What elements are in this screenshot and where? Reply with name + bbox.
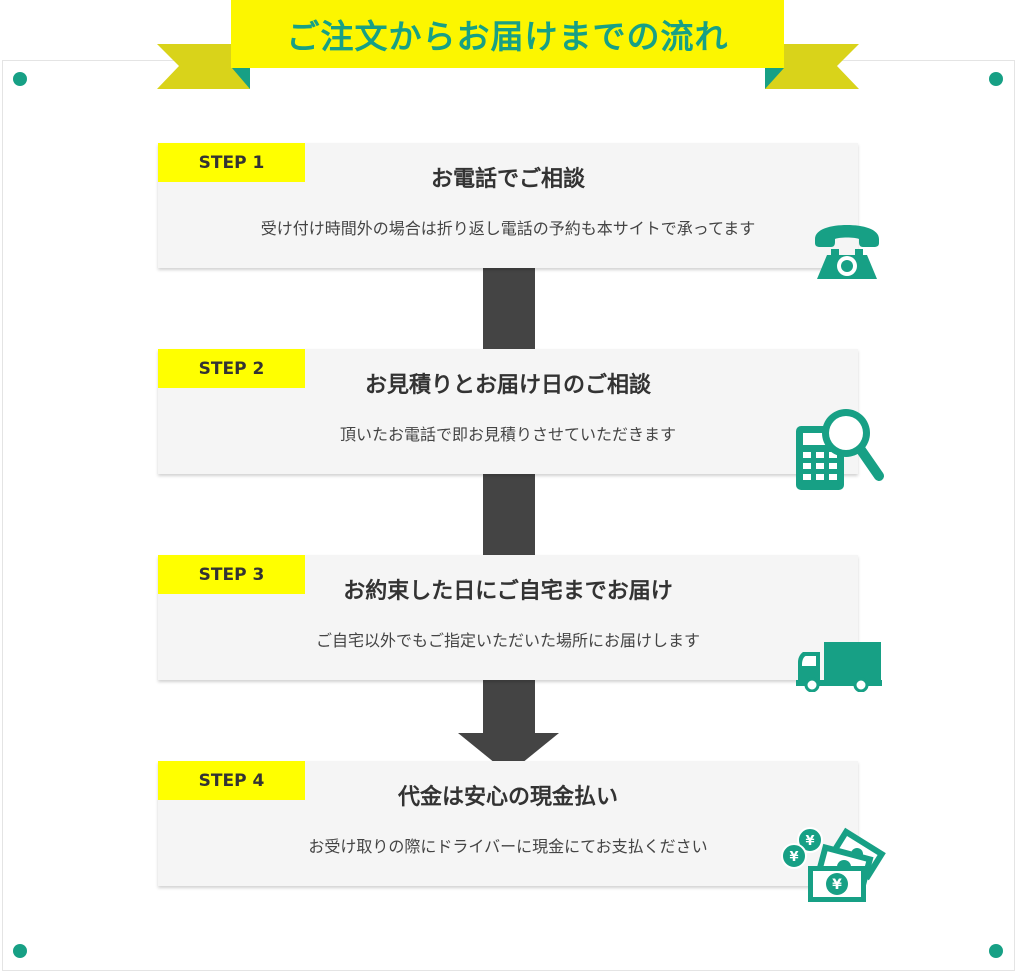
ribbon-left-wing bbox=[157, 44, 250, 89]
step-badge: STEP 4 bbox=[158, 761, 305, 800]
flow-connector-2 bbox=[483, 474, 535, 556]
step-badge: STEP 1 bbox=[158, 143, 305, 182]
step-label: STEP 2 bbox=[198, 358, 265, 379]
yen-symbol: ¥ bbox=[832, 877, 842, 893]
step-description: 受け付け時間外の場合は折り返し電話の予約も本サイトで承ってます bbox=[260, 219, 756, 238]
page-title: ご注文からお届けまでの流れ bbox=[286, 17, 729, 56]
telephone-icon bbox=[815, 225, 879, 279]
delivery-truck-icon bbox=[796, 642, 882, 692]
step-badge: STEP 2 bbox=[158, 349, 305, 388]
step-description: 頂いたお電話で即お見積りさせていただきます bbox=[339, 425, 676, 444]
header-ribbon: ご注文からお届けまでの流れ bbox=[231, 0, 784, 68]
step-title: 代金は安心の現金払い bbox=[397, 785, 618, 810]
step-title: お見積りとお届け日のご相談 bbox=[364, 373, 651, 398]
yen-money-icon: ¥ ¥ ¥ bbox=[781, 827, 886, 902]
flow-arrow-down-icon bbox=[458, 733, 559, 774]
step-title: お約束した日にご自宅までお届け bbox=[343, 579, 673, 604]
step-card-1: STEP 1 お電話でご相談 受け付け時間外の場合は折り返し電話の予約も本サイト… bbox=[158, 143, 858, 268]
yen-coin-symbol: ¥ bbox=[789, 850, 798, 865]
step-badge: STEP 3 bbox=[158, 555, 305, 594]
corner-pin-bottom-right bbox=[989, 944, 1003, 958]
corner-pin-bottom-left bbox=[13, 944, 27, 958]
flow-connector-3 bbox=[483, 680, 535, 735]
step-description: ご自宅以外でもご指定いただいた場所にお届けします bbox=[315, 631, 700, 650]
corner-pin-top-right bbox=[989, 72, 1003, 86]
ribbon-right-wing bbox=[765, 44, 859, 89]
flow-connector-1 bbox=[483, 268, 535, 350]
step-card-4: STEP 4 代金は安心の現金払い お受け取りの際にドライバーに現金にてお支払く… bbox=[158, 761, 858, 886]
step-label: STEP 4 bbox=[198, 770, 265, 791]
step-description: お受け取りの際にドライバーに現金にてお支払ください bbox=[308, 837, 708, 856]
corner-pin-top-left bbox=[13, 72, 27, 86]
step-label: STEP 3 bbox=[198, 564, 265, 585]
step-label: STEP 1 bbox=[198, 152, 265, 173]
calculator-magnifier-icon bbox=[796, 409, 884, 490]
step-card-3: STEP 3 お約束した日にご自宅までお届け ご自宅以外でもご指定いただいた場所… bbox=[158, 555, 858, 680]
step-title: お電話でご相談 bbox=[430, 167, 585, 192]
yen-coin-symbol: ¥ bbox=[805, 834, 814, 849]
step-card-2: STEP 2 お見積りとお届け日のご相談 頂いたお電話で即お見積りさせていただき… bbox=[158, 349, 858, 474]
